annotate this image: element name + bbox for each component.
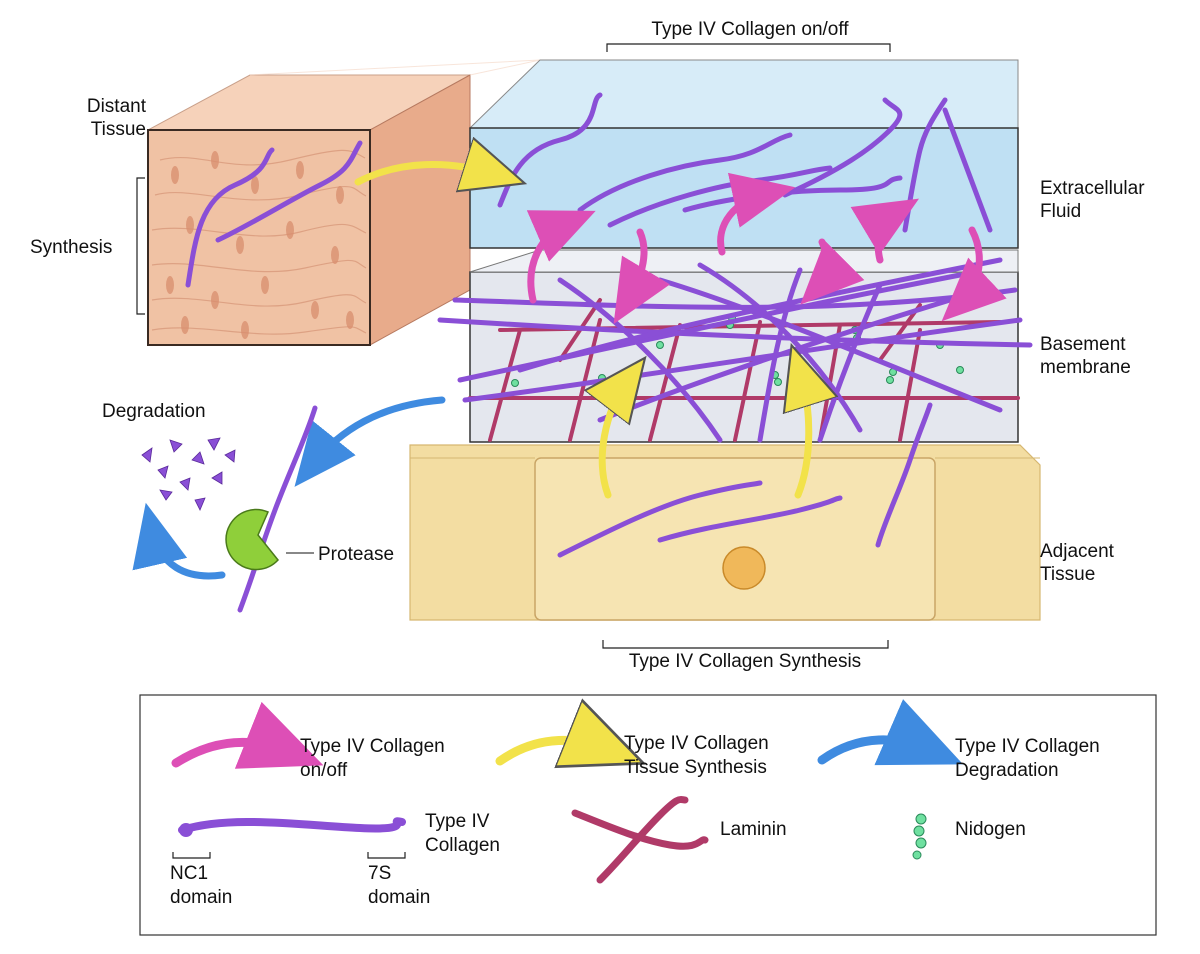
legend-box [139, 694, 1157, 936]
legend-degradation-label: Type IV Collagen Degradation [955, 736, 1100, 781]
degradation-label: Degradation [102, 401, 206, 422]
degradation-arrows [132, 396, 446, 580]
bottom-caption: Type IV Collagen Synthesis [628, 651, 862, 672]
distant-tissue-block [147, 59, 541, 346]
protease-label: Protease [318, 544, 395, 565]
legend-nidogen-label: Nidogen [955, 819, 1026, 840]
degradation-fragments [141, 437, 236, 511]
protease-enzyme [225, 508, 314, 571]
synthesis-label: Synthesis [30, 237, 113, 258]
synthesis-arrows [354, 165, 809, 499]
legend-collagen-label: Type IV Collagen [425, 811, 500, 856]
degraded-collagen-strand [237, 405, 318, 613]
legend-synthesis-label: Type IV Collagen Tissue Synthesis [624, 733, 769, 778]
extracellular-fluid-label: Extracellular Fluid [1040, 178, 1145, 222]
legend-7s-label: 7S domain [368, 863, 431, 908]
distant-tissue-label: Distant Tissue [86, 96, 146, 140]
legend-nc1-label: NC1 domain [170, 863, 233, 908]
distant-tissue-collagen [185, 140, 363, 288]
caption-brackets [136, 43, 891, 649]
adjacent-tissue-label: Adjacent Tissue [1040, 541, 1114, 585]
adjacent-collagen [557, 402, 933, 558]
legend-laminin-label: Laminin [720, 819, 787, 840]
top-caption: Type IV Collagen on/off [651, 19, 849, 40]
basement-membrane-label: Basement membrane [1040, 334, 1131, 378]
onoff-arrows [526, 172, 1007, 325]
legend-onoff-label: Type IV Collagen on/off [300, 736, 445, 781]
adjacent-tissue-block [409, 444, 1041, 621]
membrane-collagen-network [437, 257, 1033, 443]
